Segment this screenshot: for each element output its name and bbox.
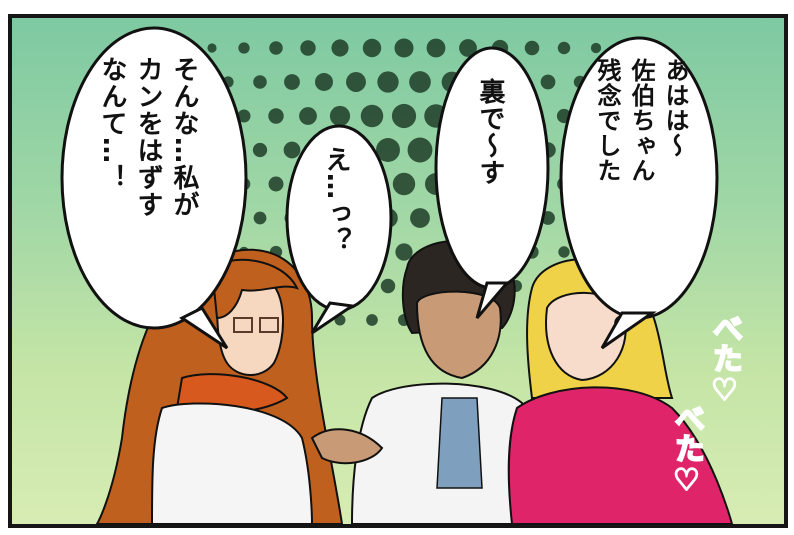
screentone-dot (540, 74, 556, 90)
left-character-bangs (210, 258, 299, 320)
speech-bubble-center-tail (475, 281, 511, 319)
screentone-dot (366, 314, 378, 326)
screentone-dot (207, 43, 217, 53)
sound-effect-2: べた♡ (668, 402, 705, 499)
speech-bubble-right-text: あはは～ 佐伯ちゃん 残念でした (593, 58, 689, 183)
right-character-jacket (507, 386, 734, 524)
left-character-body (151, 402, 314, 524)
screentone-dot (558, 246, 570, 258)
center-character-hand (310, 428, 384, 465)
screentone-dot (459, 39, 477, 57)
screentone-dot (395, 243, 413, 261)
sound-effect-1: べた♡ (706, 312, 743, 409)
speech-bubble-center-left-tail (310, 301, 357, 335)
screentone-dot (346, 72, 366, 92)
speech-bubble-center-text: 裏で～す (475, 78, 505, 186)
screentone-dot (269, 41, 283, 55)
screentone-dot (590, 42, 602, 54)
screentone-dot (252, 142, 268, 158)
screentone-dot (524, 40, 540, 56)
screentone-dot (268, 176, 284, 192)
screentone-dot (410, 208, 430, 228)
speech-bubble-left-text: そんな…私が カンをはずす なんて…！ (97, 56, 199, 218)
screentone-dot (253, 211, 267, 225)
speech-bubble-left-shape (60, 26, 248, 330)
screentone-dot (268, 108, 284, 124)
screentone-dot (331, 39, 349, 57)
screentone-dot (394, 38, 414, 58)
screentone-dot (300, 40, 316, 56)
screentone-dot (237, 109, 251, 123)
screentone-dot (380, 278, 396, 294)
left-character-glasses (233, 317, 279, 333)
screentone-dot (426, 38, 446, 58)
screentone-dot (407, 137, 433, 163)
screentone-dot (376, 138, 400, 162)
center-character-tshirt (436, 397, 483, 489)
screentone-dot (391, 103, 417, 129)
speech-bubble-left-tail (179, 306, 229, 350)
screentone-dot (409, 71, 431, 93)
screentone-dot (299, 107, 317, 125)
screentone-dot (283, 141, 301, 159)
screentone-dot (315, 73, 333, 91)
speech-bubble-center-left-text: え…っ？ (321, 146, 351, 254)
panel-artwork (60, 26, 734, 524)
right-character-face (545, 291, 627, 382)
screentone-dot (360, 104, 384, 128)
screentone-dot (238, 42, 250, 54)
right-character (507, 258, 734, 524)
manga-panel: そんな…私が カンをはずす なんて…！ え…っ？ 裏で～す あはは～ 佐伯ちゃん… (8, 14, 788, 528)
screentone-dot (253, 75, 267, 89)
screentone-dot (392, 172, 416, 196)
screentone-dot (377, 71, 399, 93)
page-gutter (0, 0, 8, 535)
speech-bubble-right-tail (600, 311, 657, 350)
screentone-dot (362, 38, 382, 58)
screentone-dot (557, 41, 571, 55)
screentone-dot (284, 74, 300, 90)
screentone-dot (329, 105, 351, 127)
